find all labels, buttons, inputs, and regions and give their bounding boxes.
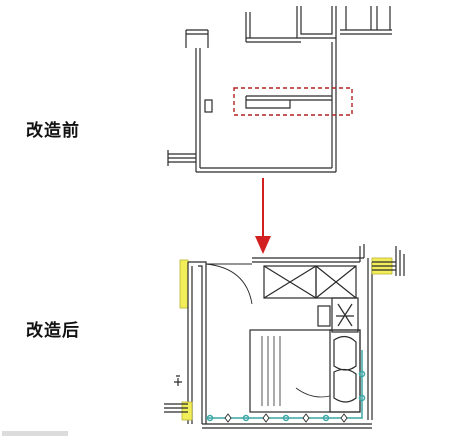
wall-top-right-horizontal: [340, 29, 392, 35]
bed-fold: [295, 387, 331, 398]
bed: [249, 329, 361, 413]
wardrobe-right-x: [315, 265, 357, 299]
insulation-left-top: [179, 259, 189, 309]
cable-node: [242, 414, 250, 422]
wall-left-inner-after: [198, 265, 203, 424]
wall-top-center-inner: [300, 6, 333, 35]
window-left: [167, 150, 196, 166]
cable-line: [206, 350, 363, 419]
socket-symbol: [174, 375, 182, 386]
route-marker: [340, 413, 348, 423]
wall-top-right-after: [359, 244, 365, 262]
label-before: 改造前: [26, 121, 80, 141]
wall-far-right-after: [395, 246, 405, 276]
window-right-after: [372, 261, 396, 271]
bed-headboard: [329, 329, 361, 413]
column-left: [204, 99, 213, 113]
cable-node: [358, 394, 366, 402]
desk: [331, 297, 359, 333]
wall-upper: [246, 37, 301, 43]
transition-arrow: [255, 178, 271, 254]
wall-upper-stub: [245, 12, 251, 42]
cable-node: [282, 414, 290, 422]
cable-node: [206, 414, 214, 422]
cable-route: [206, 350, 366, 422]
wall-left-stub: [185, 29, 209, 48]
wall-left-after: [187, 261, 207, 424]
wall-right-after: [367, 258, 373, 420]
door-swing-arc: [205, 263, 253, 305]
watermark-strip: [2, 431, 68, 436]
route-markers: [224, 413, 348, 423]
route-marker: [262, 413, 270, 423]
demolition-highlight-box: [233, 87, 353, 116]
after-plan: [164, 244, 405, 429]
chair: [317, 305, 331, 327]
cable-node: [358, 370, 366, 378]
before-plan: [167, 6, 392, 173]
desk-items: [336, 303, 354, 327]
cable-node: [322, 414, 330, 422]
window-left-after: [164, 403, 188, 413]
insulation-left-bottom: [181, 401, 193, 421]
route-marker: [302, 413, 310, 423]
route-marker: [224, 413, 232, 423]
partition-to-remove: [245, 95, 332, 109]
wall-top-after: [252, 257, 364, 263]
wall-left-vertical: [195, 48, 201, 172]
label-after: 改造后: [26, 321, 80, 341]
wall-bottom-after: [202, 423, 372, 429]
bed-pillows: [333, 335, 357, 403]
bed-quilt-lines: [261, 336, 281, 406]
wall-bottom: [196, 167, 336, 173]
wardrobe-left-x: [263, 265, 317, 299]
wall-top-center: [296, 6, 337, 39]
